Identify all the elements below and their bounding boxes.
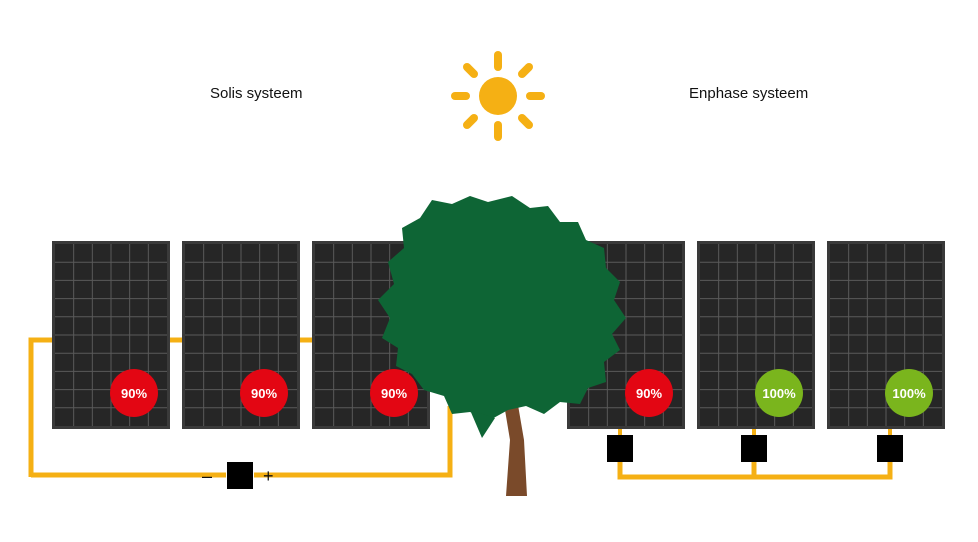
solis-wiring [28,337,453,478]
solis-panels: 90% 90% 90% [52,241,430,429]
inverter-minus-sign: – [202,466,212,486]
solis-system-title: Solis systeem [210,85,303,102]
enphase-system-title: Enphase systeem [689,85,809,102]
micro-inverter [741,435,767,462]
efficiency-badge-label: 100% [892,386,926,401]
sun-icon [451,51,545,141]
enphase-panels: 90% 100% 100% [567,241,945,429]
inverter-plus-sign: + [263,466,274,486]
enphase-wiring [617,428,893,480]
efficiency-badge-label: 90% [121,386,147,401]
string-wire-return-right [254,406,453,478]
string-inverter: – + [202,462,274,489]
efficiency-badge [370,369,418,417]
solar-panel: 100% [697,241,815,429]
micro-inverters [607,435,903,462]
efficiency-badge [240,369,288,417]
efficiency-badge-label: 90% [381,386,407,401]
tree-foliage-lower [470,410,495,438]
tree-icon [378,196,626,496]
efficiency-badge [755,369,803,417]
efficiency-badge-label: 90% [251,386,277,401]
efficiency-badge-label: 90% [636,386,662,401]
tree-foliage [378,196,626,420]
efficiency-badge-label: 100% [762,386,796,401]
sun-core [479,77,517,115]
micro-inverter [877,435,903,462]
sun-rays [451,51,545,141]
efficiency-badge [625,369,673,417]
solar-panel: 100% [827,241,945,429]
string-wire [28,337,449,477]
micro-inverter [607,435,633,462]
tree-trunk [490,372,530,496]
solar-panel: 90% [182,241,300,429]
efficiency-badge [885,369,933,417]
efficiency-badge [110,369,158,417]
solar-panel: 90% [52,241,170,429]
